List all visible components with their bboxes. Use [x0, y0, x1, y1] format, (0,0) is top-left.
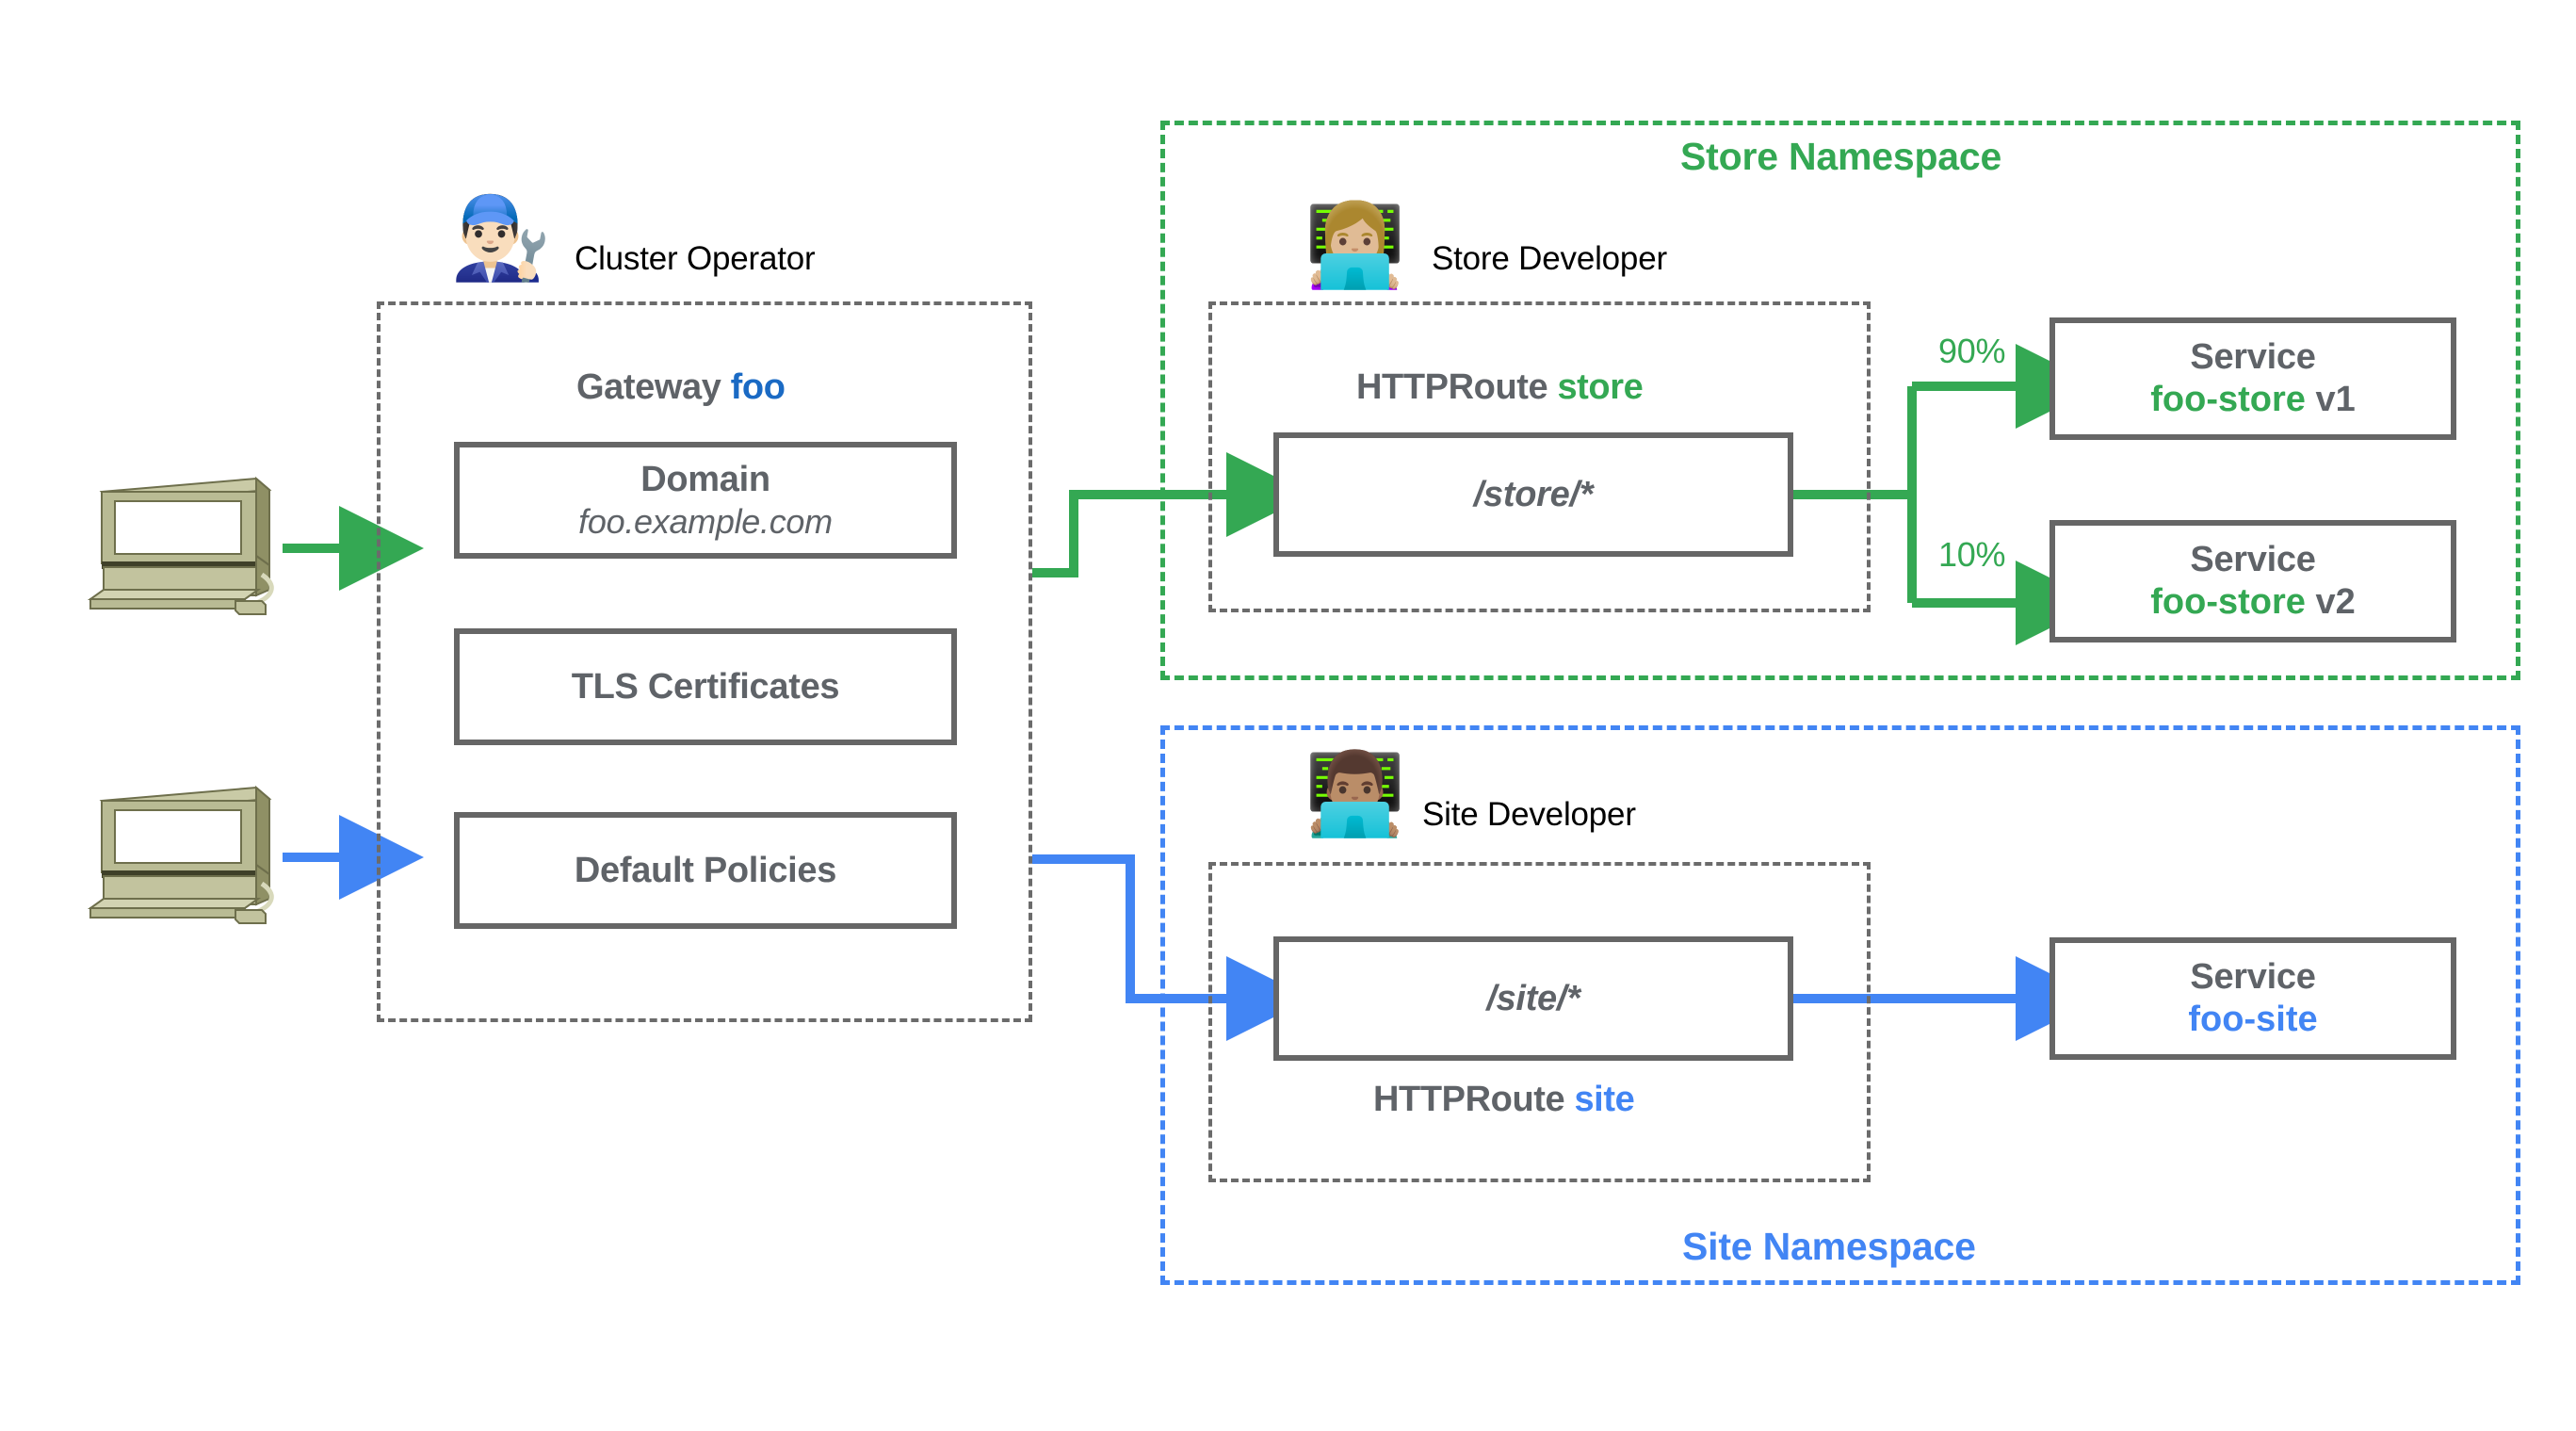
site-route-match-box: /site/*	[1273, 936, 1793, 1061]
site-service-name: foo-site	[2188, 1000, 2318, 1039]
client-computer-1	[77, 462, 275, 631]
store-service-v2: Service foo-store v2	[2049, 520, 2456, 642]
store-namespace-title: Store Namespace	[1680, 135, 2002, 178]
cluster-operator-label: Cluster Operator	[575, 240, 816, 277]
store-service-v1-version: v1	[2315, 380, 2356, 419]
site-service-name-line: foo-site	[2188, 999, 2317, 1041]
gateway-item-domain-subtitle: foo.example.com	[578, 501, 833, 541]
site-namespace-container	[1160, 725, 2520, 1285]
gateway-item-tls: TLS Certificates	[454, 628, 957, 745]
cluster-operator-avatar: 👨🏻‍🔧	[450, 193, 552, 284]
gateway-container	[377, 301, 1032, 1022]
site-route-container	[1208, 862, 1871, 1182]
store-route-heading: HTTPRoute store	[1356, 367, 1644, 408]
site-developer-label: Site Developer	[1422, 796, 1636, 833]
site-developer-avatar: 👨🏽‍💻	[1304, 749, 1406, 839]
gateway-item-policies-title: Default Policies	[574, 850, 837, 890]
store-developer-avatar: 👩🏼‍💻	[1304, 201, 1406, 291]
site-namespace-title: Site Namespace	[1682, 1225, 1976, 1268]
store-route-match: /store/*	[1473, 474, 1594, 514]
site-route-heading-prefix: HTTPRoute	[1373, 1080, 1575, 1119]
store-service-v2-name-line: foo-store v2	[2150, 581, 2356, 624]
store-backend-weight-v1: 90%	[1938, 332, 2006, 370]
gateway-item-policies: Default Policies	[454, 812, 957, 929]
store-route-container	[1208, 301, 1871, 612]
gateway-heading: Gateway foo	[576, 367, 786, 408]
gateway-heading-prefix: Gateway	[576, 367, 731, 407]
store-service-v1-kind: Service	[2190, 337, 2316, 378]
desktop-computer-icon	[87, 785, 274, 924]
store-route-heading-name: store	[1557, 367, 1644, 407]
store-namespace-container	[1160, 121, 2520, 680]
site-service-kind: Service	[2190, 957, 2316, 998]
gateway-heading-name: foo	[730, 367, 786, 407]
site-route-heading: HTTPRoute site	[1373, 1080, 1635, 1120]
gateway-item-domain: Domain foo.example.com	[454, 442, 957, 559]
store-service-v1: Service foo-store v1	[2049, 317, 2456, 440]
site-route-match: /site/*	[1486, 978, 1580, 1018]
site-service: Service foo-site	[2049, 937, 2456, 1060]
store-service-v2-version: v2	[2315, 582, 2356, 622]
store-route-match-box: /store/*	[1273, 432, 1793, 557]
store-service-v2-kind: Service	[2190, 540, 2316, 580]
store-service-v1-name-line: foo-store v1	[2150, 379, 2356, 421]
store-developer-label: Store Developer	[1432, 240, 1667, 277]
gateway-item-tls-title: TLS Certificates	[571, 666, 840, 707]
store-service-v1-name: foo-store	[2150, 380, 2306, 419]
client-computer-2	[77, 771, 275, 940]
store-backend-weight-v2: 10%	[1938, 535, 2006, 574]
site-route-heading-name: site	[1574, 1080, 1635, 1119]
store-route-heading-prefix: HTTPRoute	[1356, 367, 1558, 407]
desktop-computer-icon	[87, 476, 274, 615]
gateway-item-domain-title: Domain	[640, 459, 770, 499]
store-service-v2-name: foo-store	[2150, 582, 2306, 622]
